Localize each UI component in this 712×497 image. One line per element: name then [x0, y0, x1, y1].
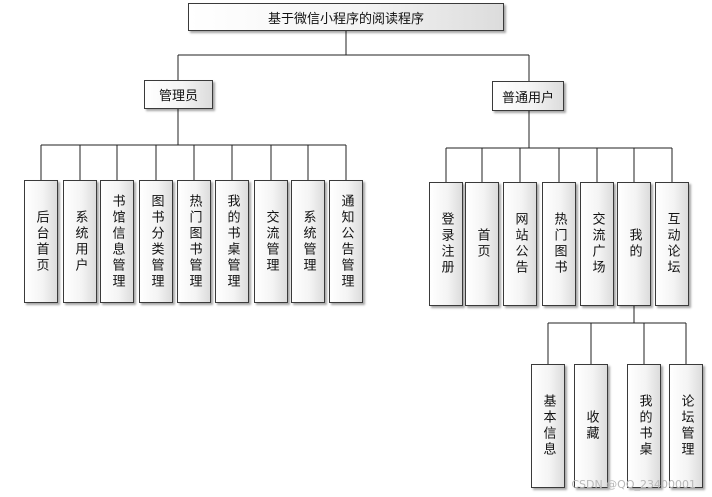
admin-box: 管理员 [144, 80, 213, 109]
admin-child-5-label: 热门图书管理 [186, 193, 202, 290]
user-label: 普通用户 [501, 90, 554, 106]
admin-child-3: 书馆信息管理 [100, 180, 134, 303]
user-child-4-label: 热门图书 [551, 212, 567, 276]
watermark: CSDN @QQ_23400001 [571, 478, 696, 491]
user-box: 普通用户 [492, 81, 564, 111]
root-title: 基于微信小程序的阅读程序 [267, 11, 424, 27]
user-child-4: 热门图书 [542, 182, 576, 306]
admin-child-9: 通知公告管理 [329, 180, 363, 303]
user-child-6: 我的 [617, 182, 651, 306]
user-child-3: 网站公告 [503, 182, 537, 306]
mine-child-2-label: 收藏 [583, 410, 599, 442]
mine-child-4-label: 论坛管理 [678, 394, 694, 458]
admin-child-1: 后台首页 [24, 180, 58, 303]
admin-child-5: 热门图书管理 [177, 180, 211, 303]
admin-label: 管理员 [158, 89, 198, 104]
admin-child-4-label: 图书分类管理 [148, 193, 164, 290]
admin-child-9-label: 通知公告管理 [338, 193, 354, 290]
user-child-7: 互动论坛 [655, 182, 689, 306]
admin-child-7-label: 交流管理 [263, 209, 279, 274]
admin-child-8: 系统管理 [291, 180, 325, 303]
user-child-1-label: 登录注册 [438, 212, 454, 276]
mine-child-1-label: 基本信息 [540, 394, 556, 458]
admin-child-2: 系统用户 [63, 180, 97, 303]
user-child-2-label: 首页 [474, 228, 490, 260]
admin-child-6-label: 我的书桌管理 [224, 193, 240, 290]
admin-child-3-label: 书馆信息管理 [109, 193, 125, 290]
root-title-box: 基于微信小程序的阅读程序 [188, 3, 504, 31]
user-child-3-label: 网站公告 [512, 212, 528, 276]
admin-child-4: 图书分类管理 [139, 180, 173, 303]
mine-child-1: 基本信息 [531, 364, 565, 488]
user-child-2: 首页 [465, 182, 499, 306]
user-child-7-label: 互动论坛 [664, 212, 680, 276]
admin-child-6: 我的书桌管理 [215, 180, 249, 303]
user-child-5-label: 交流广场 [589, 212, 605, 276]
mine-child-4: 论坛管理 [669, 364, 703, 488]
user-child-6-label: 我的 [626, 228, 642, 260]
user-child-5: 交流广场 [580, 182, 614, 306]
admin-child-7: 交流管理 [254, 180, 288, 303]
mine-child-3: 我的书桌 [627, 364, 661, 488]
mine-child-3-label: 我的书桌 [636, 394, 652, 458]
user-child-1: 登录注册 [429, 182, 463, 306]
admin-child-2-label: 系统用户 [72, 209, 88, 274]
mine-child-2: 收藏 [574, 364, 608, 488]
admin-child-1-label: 后台首页 [33, 209, 49, 274]
admin-child-8-label: 系统管理 [300, 209, 316, 274]
